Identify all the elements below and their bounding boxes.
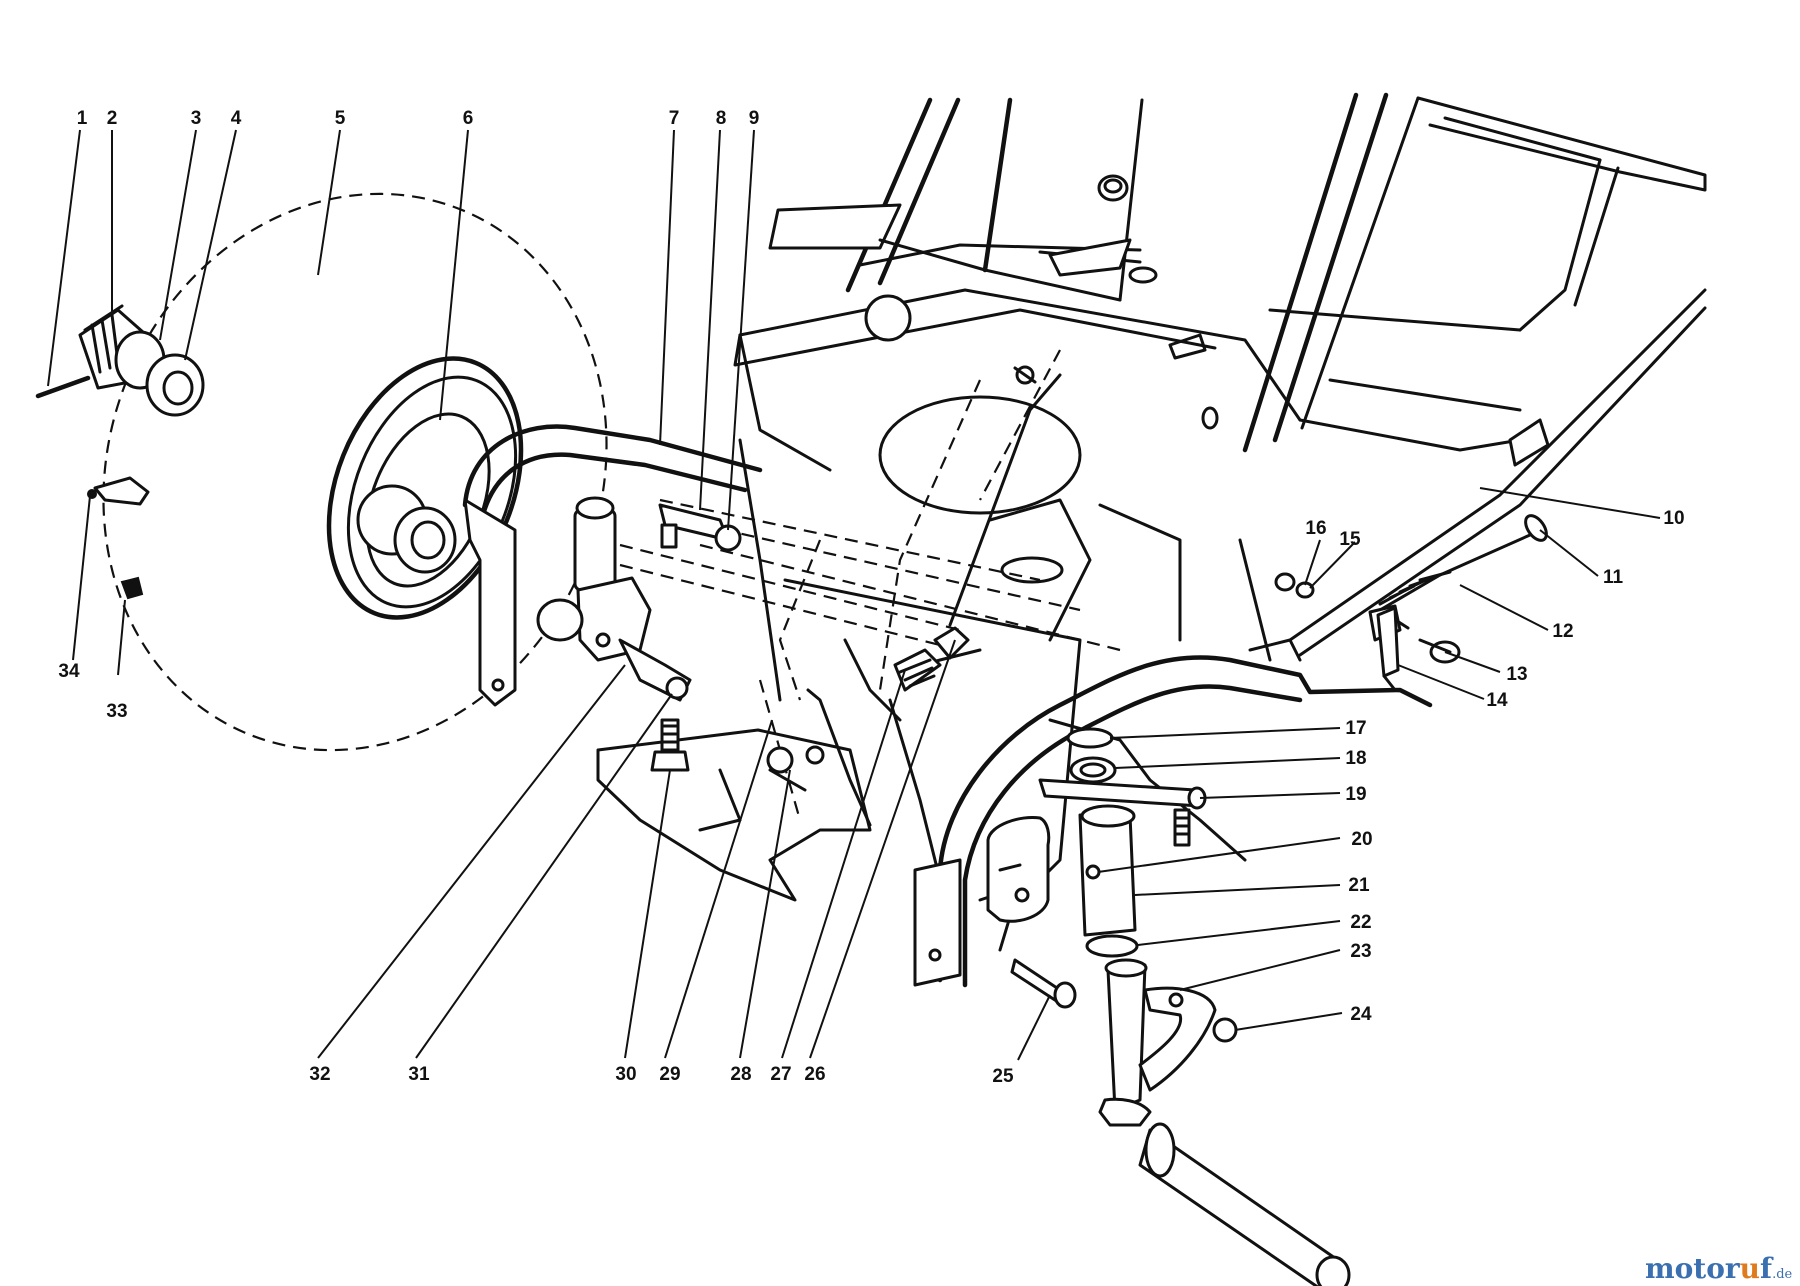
- callout-27: 27: [770, 1064, 791, 1085]
- callout-10: 10: [1663, 508, 1684, 529]
- callout-5: 5: [335, 108, 346, 129]
- callout-26: 26: [804, 1064, 825, 1085]
- callout-24: 24: [1350, 1004, 1372, 1025]
- callout-32: 32: [309, 1064, 330, 1085]
- callout-4: 4: [231, 108, 242, 129]
- callout-21: 21: [1348, 875, 1370, 896]
- callout-29: 29: [659, 1064, 680, 1085]
- callout-8: 8: [716, 108, 727, 129]
- callout-28: 28: [730, 1064, 751, 1085]
- hub-cap-assembly: [35, 304, 205, 417]
- callout-2: 2: [107, 108, 118, 129]
- tractor-frame: [596, 92, 1707, 952]
- motoruf-watermark: motoruf.de: [1645, 1252, 1793, 1285]
- callout-14: 14: [1486, 690, 1508, 711]
- callout-16: 16: [1305, 518, 1326, 539]
- callout-11: 11: [1603, 567, 1624, 588]
- left-axle-assembly: [462, 365, 1062, 792]
- callout-13: 13: [1506, 664, 1527, 685]
- callout-25: 25: [992, 1066, 1014, 1087]
- callout-34: 34: [58, 661, 80, 682]
- valve-stem-parts: [87, 476, 150, 600]
- watermark-suffix: f: [1760, 1252, 1774, 1285]
- callout-6: 6: [463, 108, 474, 129]
- wheel-rim: [326, 356, 524, 620]
- callout-7: 7: [669, 108, 680, 129]
- callout-12: 12: [1552, 621, 1573, 642]
- callout-20: 20: [1351, 829, 1372, 850]
- callout-23: 23: [1350, 941, 1371, 962]
- callout-15: 15: [1339, 529, 1361, 550]
- watermark-tld: .de: [1772, 1267, 1792, 1282]
- callout-leader-lines: [47, 129, 1661, 1061]
- callout-numbers: 1 2 3 4 5 6 7 8 9 10 11 12 13 14 15 16 1…: [58, 108, 1684, 1087]
- callout-19: 19: [1345, 784, 1366, 805]
- watermark-accent: u: [1740, 1252, 1760, 1285]
- watermark-prefix: motor: [1645, 1252, 1741, 1285]
- callout-30: 30: [615, 1064, 636, 1085]
- svg-text:motoruf.de: motoruf.de: [1645, 1252, 1793, 1285]
- tie-rod-spring-assembly: [1274, 514, 1548, 692]
- callout-22: 22: [1350, 912, 1371, 933]
- callout-1: 1: [77, 108, 88, 129]
- callout-17: 17: [1345, 718, 1366, 739]
- callout-9: 9: [749, 108, 760, 129]
- front-axle-bar: [913, 655, 1433, 1286]
- callout-3: 3: [191, 108, 202, 129]
- callout-18: 18: [1345, 748, 1366, 769]
- callout-31: 31: [408, 1064, 430, 1085]
- callout-33: 33: [106, 701, 127, 722]
